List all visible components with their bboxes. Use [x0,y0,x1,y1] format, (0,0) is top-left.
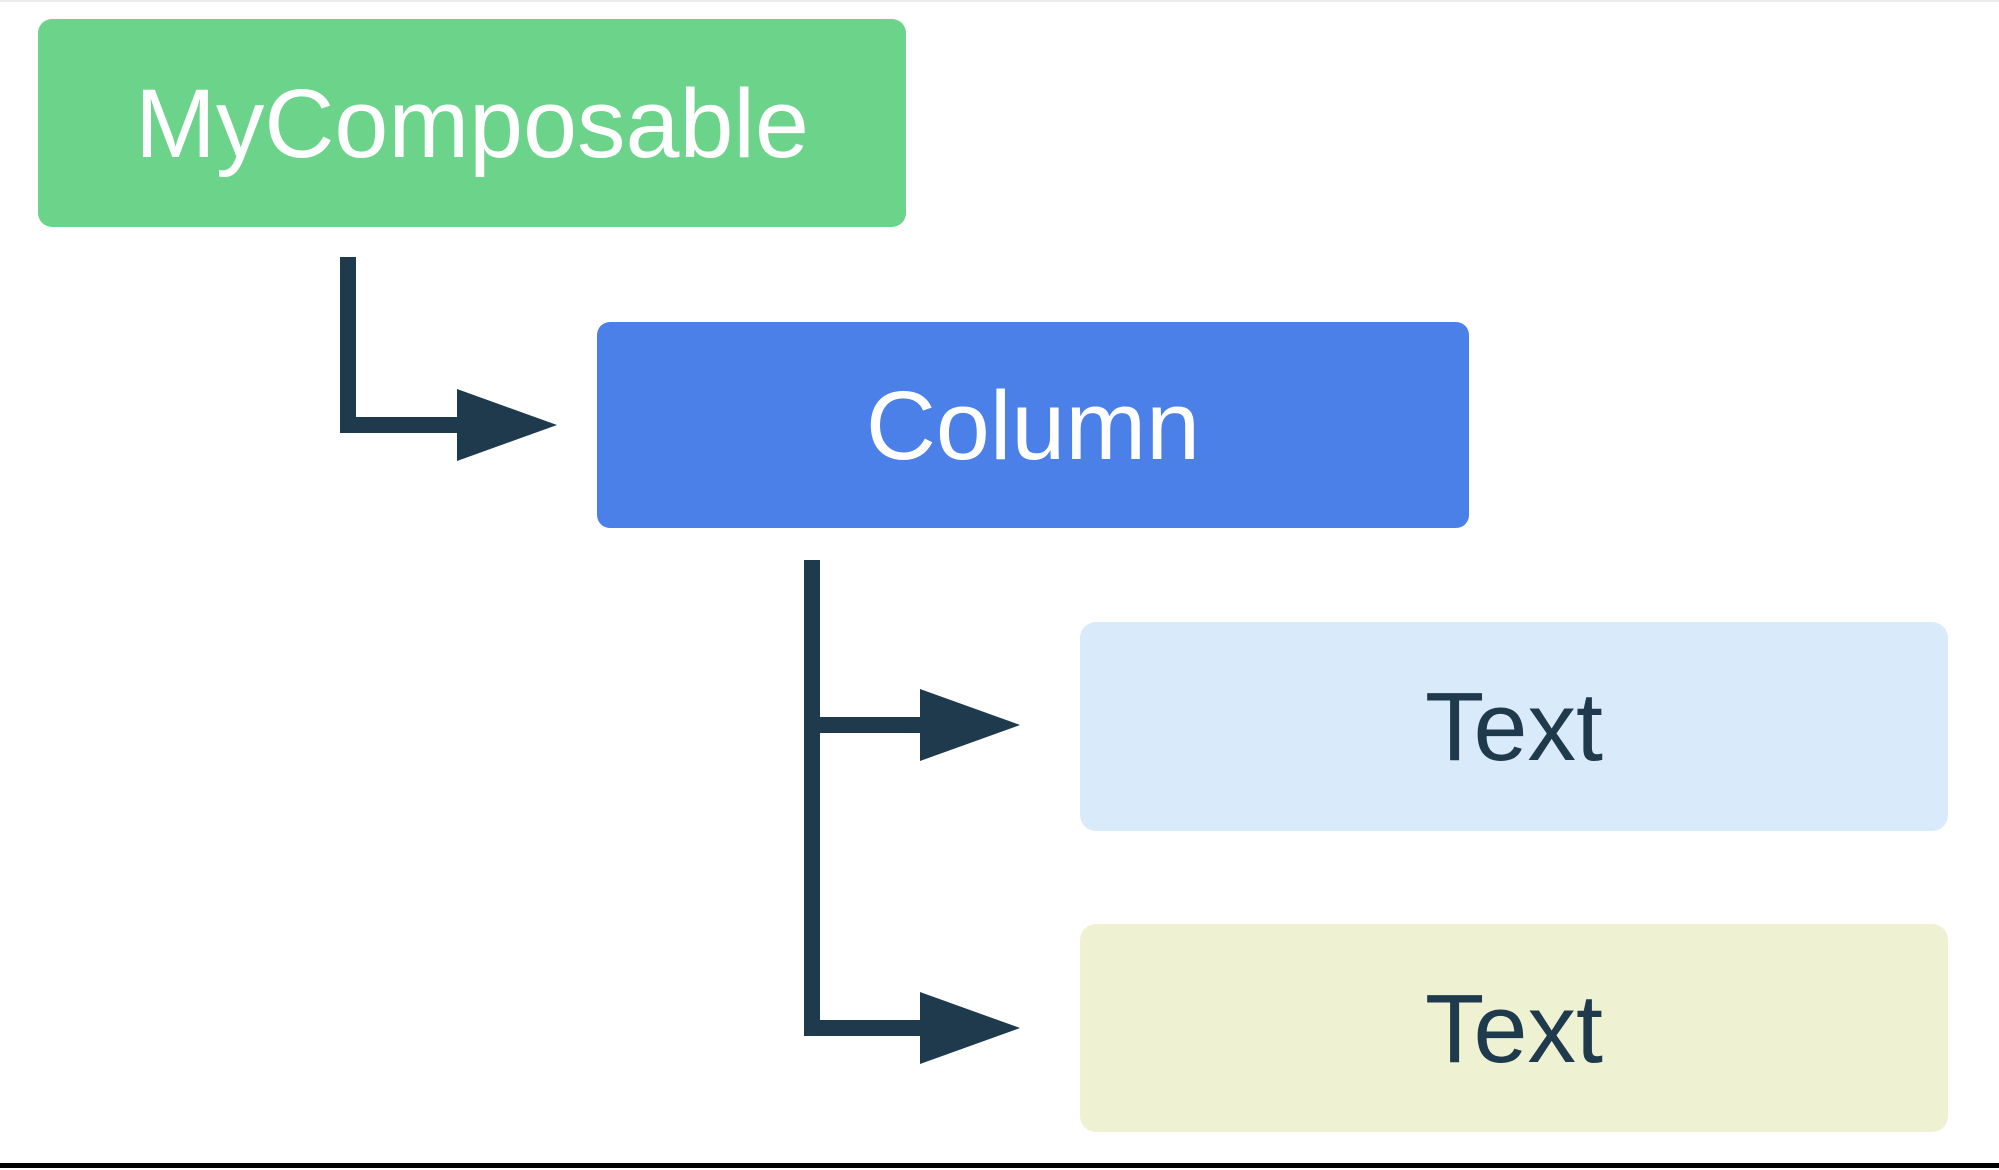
node-column: Column [597,322,1469,528]
node-text-2-label: Text [1425,973,1603,1083]
connector-column-to-text2-horizontal-line [804,1020,921,1036]
connector-root-to-column-vertical-line [340,257,356,433]
connector-column-to-texts-vertical-line [804,560,820,1036]
node-text-2: Text [1080,924,1948,1132]
arrowhead-right-icon [920,689,1020,761]
node-column-label: Column [865,370,1201,480]
node-text-1: Text [1080,622,1948,831]
connector-column-to-text1-horizontal-line [804,717,921,733]
connector-root-to-column-horizontal-line [340,417,458,433]
arrowhead-right-icon [920,992,1020,1064]
node-text-1-label: Text [1425,672,1603,781]
top-hairline [0,0,1999,2]
node-mycomposable: MyComposable [38,19,906,227]
arrowhead-right-icon [457,389,557,461]
node-mycomposable-label: MyComposable [135,68,809,178]
bottom-rule [0,1163,1999,1168]
